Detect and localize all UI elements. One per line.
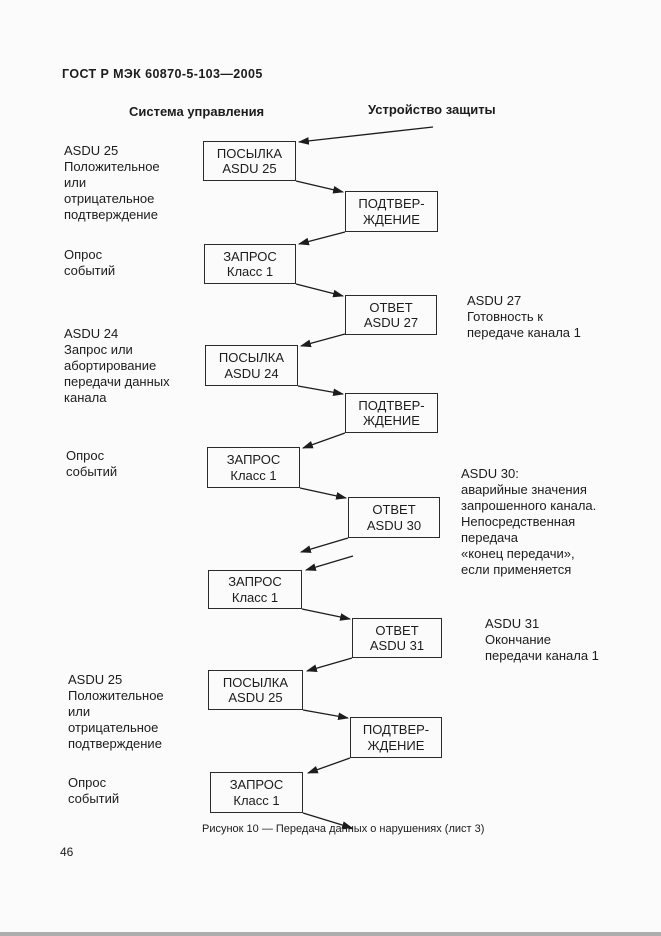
arrow-confirm3-to-zapros4 xyxy=(306,757,351,774)
flow-box-zapros-4: ЗАПРОС Класс 1 xyxy=(210,772,303,813)
left-note-event-poll-1: Опрос событий xyxy=(64,247,116,278)
box-line: ASDU 27 xyxy=(363,315,419,330)
flow-box-posylka-asdu25-2: ПОСЫЛКА ASDU 25 xyxy=(208,670,303,710)
flow-box-otvet-asdu30: ОТВЕТ ASDU 30 xyxy=(348,497,440,538)
flow-box-zapros-2: ЗАПРОС Класс 1 xyxy=(207,447,300,488)
left-note-asdu25-1: ASDU 25 Положительное или отрицательное … xyxy=(64,143,160,222)
box-line: ASDU 25 xyxy=(228,690,283,705)
box-line: ЖДЕНИЕ xyxy=(363,211,420,227)
flow-box-posylka-asdu25-1: ПОСЫЛКА ASDU 25 xyxy=(203,141,296,181)
box-line: ASDU 30 xyxy=(366,517,422,533)
flow-box-otvet-asdu27: ОТВЕТ ASDU 27 xyxy=(345,295,437,335)
box-line: ЗАПРОС xyxy=(228,574,282,589)
arrow-posylka25-to-confirm-1 xyxy=(295,180,345,194)
left-note-asdu24: ASDU 24 Запрос или абортирование передач… xyxy=(64,326,170,405)
arrow-otvet31-to-posylka-asdu25-2 xyxy=(305,657,353,672)
box-line: ASDU 24 xyxy=(224,365,279,381)
box-line: Класс 1 xyxy=(226,264,274,279)
box-line: ОТВЕТ xyxy=(375,622,419,638)
arrow-otvet30-out-left xyxy=(299,537,349,553)
arrow-confirm1-to-zapros1 xyxy=(297,231,346,246)
left-note-event-poll-2: Опрос событий xyxy=(66,448,118,479)
box-line: Класс 1 xyxy=(230,467,277,483)
arrow-zapros1-to-otvet-asdu27 xyxy=(295,283,345,298)
flow-box-confirm-1: ПОДТВЕР- ЖДЕНИЕ xyxy=(345,191,438,232)
flow-box-otvet-asdu31: ОТВЕТ ASDU 31 xyxy=(352,618,442,658)
arrow-zapros2-to-otvet-asdu30 xyxy=(299,487,348,500)
box-line: ASDU 25 xyxy=(222,161,277,176)
right-note-asdu30: ASDU 30: аварийные значения запрошенного… xyxy=(461,466,597,577)
arrow-to-posylka-asdu25-1 xyxy=(297,126,434,145)
box-line: ПОДТВЕР- xyxy=(362,722,430,737)
figure-caption: Рисунок 10 — Передача данных о нарушения… xyxy=(202,823,485,835)
box-line: ЗАПРОС xyxy=(226,452,281,467)
box-line: ЖДЕНИЕ xyxy=(367,737,425,753)
flow-box-posylka-asdu24: ПОСЫЛКА ASDU 24 xyxy=(205,345,298,386)
box-line: ПОСЫЛКА xyxy=(216,145,283,161)
arrow-confirm2-to-zapros2 xyxy=(301,432,346,449)
box-line: ОТВЕТ xyxy=(369,299,413,315)
page-number: 46 xyxy=(60,845,74,859)
box-line: ЗАПРОС xyxy=(229,777,284,792)
box-line: Класс 1 xyxy=(231,589,279,605)
right-note-asdu27: ASDU 27 Готовность к передаче канала 1 xyxy=(467,293,581,340)
box-line: ЖДЕНИЕ xyxy=(363,413,420,428)
right-note-asdu31: ASDU 31 Окончание передачи канала 1 xyxy=(485,616,599,663)
box-line: ПОДТВЕР- xyxy=(358,397,425,413)
left-note-event-poll-3: Опрос событий xyxy=(68,775,120,806)
box-line: ПОСЫЛКА xyxy=(218,350,285,365)
box-line: ASDU 31 xyxy=(369,638,425,653)
scan-edge xyxy=(0,932,661,936)
flow-box-zapros-3: ЗАПРОС Класс 1 xyxy=(208,570,302,609)
flow-box-confirm-2: ПОДТВЕР- ЖДЕНИЕ xyxy=(345,393,438,433)
column-header-control-system: Система управления xyxy=(129,104,265,119)
arrow-posylka25b-to-confirm-3 xyxy=(302,709,350,721)
box-line: ПОДТВЕР- xyxy=(358,196,425,211)
column-header-protection-device: Устройство защиты xyxy=(368,102,496,117)
arrow-zapros3-to-otvet-asdu31 xyxy=(301,608,352,621)
box-line: ПОСЫЛКА xyxy=(222,674,289,690)
flow-box-confirm-3: ПОДТВЕР- ЖДЕНИЕ xyxy=(350,717,442,758)
box-line: ЗАПРОС xyxy=(223,248,277,264)
box-line: Класс 1 xyxy=(233,792,280,808)
arrow-otvet27-to-posylka-asdu24 xyxy=(299,333,346,348)
box-line: ОТВЕТ xyxy=(372,502,416,517)
arrow-posylka24-to-confirm-2 xyxy=(297,385,345,397)
arrow-in-to-zapros3 xyxy=(304,555,354,571)
standard-number-header: ГОСТ Р МЭК 60870-5-103—2005 xyxy=(62,67,263,81)
flow-box-zapros-1: ЗАПРОС Класс 1 xyxy=(204,244,296,284)
left-note-asdu25-2: ASDU 25 Положительное или отрицательное … xyxy=(68,672,164,751)
